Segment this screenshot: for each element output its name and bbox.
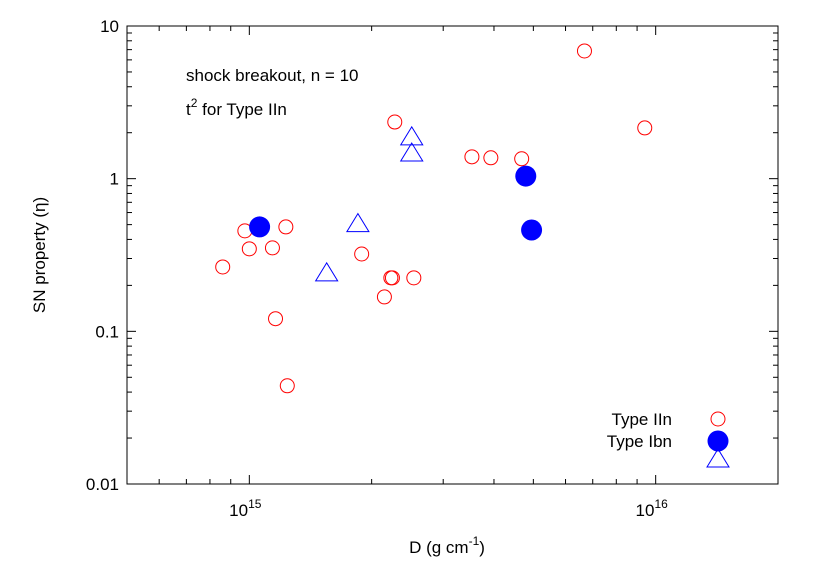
annotation-line1: shock breakout, n = 10: [186, 66, 358, 85]
data-point: [387, 114, 403, 130]
data-point: [399, 125, 424, 146]
data-point: [345, 212, 370, 233]
data-point: [268, 311, 284, 327]
data-point: [576, 43, 592, 59]
data-point: [241, 241, 257, 257]
data-point: [376, 289, 392, 305]
y-axis-label: SN property (η): [30, 197, 49, 313]
data-point: [637, 120, 653, 136]
data-point: [384, 270, 400, 286]
data-point: [279, 378, 295, 394]
plot-frame: [126, 25, 779, 485]
data-point: [406, 270, 422, 286]
data-point: [264, 240, 280, 256]
data-point: [314, 261, 339, 282]
data-point: [399, 142, 424, 162]
data-point: [278, 219, 294, 235]
legend-marker: [710, 411, 726, 427]
axis-ticks: 10 1 0.1 0.01 1015 1016: [86, 17, 779, 520]
y-tick-label: 0.01: [86, 475, 119, 494]
data-point: [354, 246, 370, 262]
data-point: [521, 219, 543, 241]
data-points: [215, 43, 653, 394]
data-point: [383, 270, 399, 286]
x-tick-label: 1016: [636, 497, 669, 520]
legend-marker: [706, 448, 730, 468]
y-tick-label: 0.1: [95, 322, 119, 341]
data-point: [215, 259, 231, 275]
x-axis-label: D (g cm-1): [409, 534, 485, 557]
legend-label: Type Ibn: [607, 432, 672, 451]
x-tick-label: 1015: [229, 497, 262, 520]
annotation-line2: t2 for Type IIn: [186, 96, 287, 119]
data-point: [514, 151, 530, 167]
data-point: [464, 149, 480, 165]
y-tick-label: 10: [100, 17, 119, 36]
data-point: [483, 150, 499, 166]
data-point: [515, 165, 537, 187]
y-tick-label: 1: [110, 170, 119, 189]
legend-marker: [707, 430, 729, 452]
legend-label: Type IIn: [612, 410, 672, 429]
data-point: [249, 216, 271, 238]
